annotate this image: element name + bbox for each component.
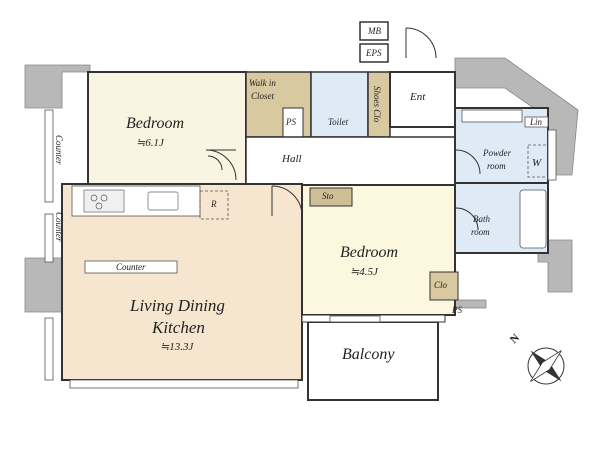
powder-room-name-1: Powder [483, 148, 511, 158]
refrigerator-label: R [211, 199, 217, 209]
eps-box [359, 43, 389, 63]
bath-room-name-2: room [471, 227, 490, 237]
structural-walls [24, 57, 579, 313]
doors [205, 27, 481, 231]
linen-label: Lin [530, 117, 543, 127]
entrance-floor [389, 71, 456, 128]
compass-icon [527, 347, 565, 385]
ldk-name-1: Living Dining [130, 296, 225, 315]
ldk-size: ≒13.3J [160, 341, 194, 353]
washer-label: W [532, 157, 542, 169]
closet-label: Clo [434, 280, 448, 290]
toilet-name: Toilet [328, 117, 349, 127]
shoes-closet-label: Shoes Clo [372, 86, 382, 123]
hall-floor [245, 136, 456, 186]
meter-box [359, 21, 389, 41]
closet-floor [429, 271, 459, 301]
eps-label: EPS [366, 48, 382, 58]
balcony-floor [307, 321, 439, 401]
hall-name: Hall [282, 153, 302, 165]
walk-in-closet-name-2: Closet [251, 91, 275, 101]
bedroom-1-size: ≒6.1J [136, 137, 164, 149]
bedroom-1-name: Bedroom [126, 115, 185, 132]
counter-kitchen-label: Counter [116, 262, 146, 272]
pipe-space-bottom-label: PS [452, 305, 462, 315]
powder-room-name-2: room [487, 161, 506, 171]
pipe-space-wic-label: PS [286, 117, 296, 127]
entrance-name: Ent [410, 91, 426, 103]
bedroom-2-size: ≒4.5J [350, 266, 378, 278]
toilet-floor [310, 71, 369, 138]
balcony-name: Balcony [342, 346, 395, 363]
bath-room-name-1: Bath [473, 214, 490, 224]
storage-floor [309, 187, 353, 207]
ldk-floor [61, 183, 303, 381]
counter-left-top-label: Counter [54, 135, 64, 165]
windows [44, 109, 557, 389]
ldk-name-2: Kitchen [152, 318, 205, 337]
bedroom-2-name: Bedroom [340, 244, 399, 261]
storage-label: Sto [322, 191, 334, 201]
meter-box-label: MB [368, 26, 381, 36]
counter-left-bottom-label: Counter [54, 212, 64, 242]
walk-in-closet-name-1: Walk in [249, 78, 276, 88]
